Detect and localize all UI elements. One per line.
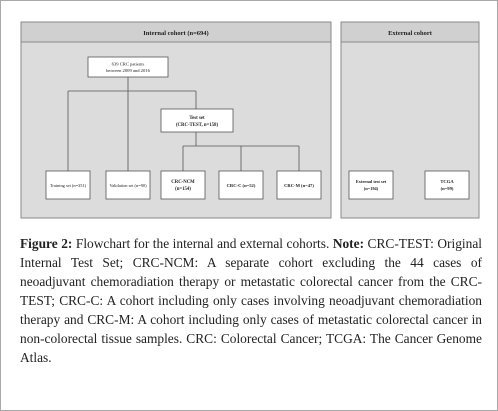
internal-cohort-header — [20, 21, 332, 43]
test-set-line1: Test set — [189, 116, 205, 121]
external-cohort-title: External cohort — [388, 30, 433, 37]
tcga-line2: (n=99) — [441, 186, 454, 191]
flow-connectors — [67, 77, 300, 171]
crc-c-box — [218, 170, 264, 200]
test-set-box — [160, 108, 234, 133]
note-label: Note: — [332, 236, 365, 251]
training-set-box — [45, 170, 91, 200]
validation-set-label: Validation set (n=90) — [109, 183, 147, 188]
external-test-line2: (n=194) — [364, 186, 379, 191]
caption-label: Figure 2: — [20, 236, 73, 251]
caption-title: Flowchart for the internal and external … — [72, 236, 333, 251]
patients-line1: 639 CRC patients — [112, 62, 145, 67]
internal-cohort-title: Internal cohort (n=694) — [143, 30, 208, 37]
figure-caption: Figure 2: Flowchart for the internal and… — [20, 234, 482, 367]
patients-box — [87, 56, 169, 78]
tcga-line1: TCGA — [440, 179, 454, 184]
crc-ncm-line1: CRC-NCM — [171, 180, 195, 185]
crc-c-label: CRC-C (n=52) — [227, 183, 256, 188]
validation-set-box — [105, 170, 151, 200]
patients-line2: between 2009 and 2016 — [106, 68, 150, 73]
crc-m-box — [276, 170, 322, 200]
crc-ncm-line2: (n=154) — [175, 187, 191, 192]
external-cohort-header — [340, 21, 480, 43]
external-test-line1: External test set — [356, 179, 387, 184]
external-test-box — [348, 170, 394, 200]
crc-ncm-box — [160, 170, 206, 200]
test-set-line2: (CRC-TEST, n=158) — [176, 123, 218, 128]
tcga-box — [424, 170, 470, 200]
cohort-flowchart: Internal cohort (n=694) External cohort … — [20, 21, 480, 219]
crc-m-label: CRC-M (n=47) — [284, 183, 314, 188]
training-set-label: Training set (n=351) — [50, 183, 87, 188]
note-text: CRC-TEST: Original Internal Test Set; CR… — [20, 236, 482, 365]
